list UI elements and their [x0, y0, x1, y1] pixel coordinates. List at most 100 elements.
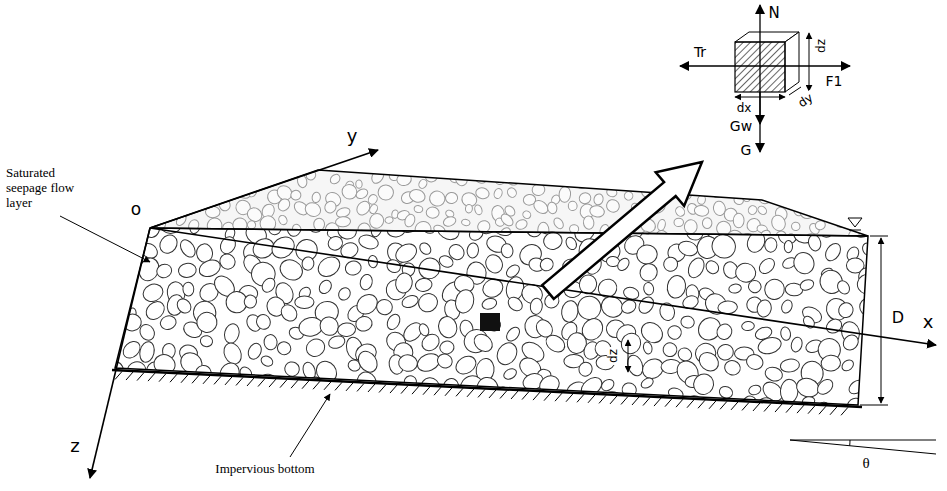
pebble: [428, 189, 447, 207]
pebble: [277, 158, 289, 172]
pebble: [591, 160, 608, 175]
pebble: [860, 298, 876, 315]
pebble: [500, 243, 514, 259]
pebble: [552, 216, 565, 230]
pebble: [402, 161, 411, 172]
pebble: [784, 240, 793, 252]
pebble: [608, 176, 619, 186]
pebble: [574, 159, 591, 176]
pebble: [815, 376, 836, 397]
pebble: [413, 219, 434, 240]
hatch-line: [731, 402, 738, 410]
pebble: [277, 214, 288, 226]
pebble: [275, 340, 292, 357]
pebble: [471, 331, 496, 355]
pebble: [466, 242, 479, 258]
pebble: [859, 380, 875, 398]
pebble: [636, 244, 658, 265]
hatch-line: [126, 372, 133, 380]
hatch-line: [687, 400, 694, 408]
pebble: [639, 376, 655, 390]
pebble: [840, 358, 856, 373]
hatch-line: [830, 407, 837, 415]
pebble: [589, 204, 606, 218]
pebble: [756, 256, 777, 277]
pebble: [223, 402, 245, 423]
pebble: [712, 174, 727, 189]
pebble: [538, 256, 555, 273]
pebble: [863, 315, 881, 331]
pebble: [657, 219, 667, 232]
pebble: [575, 293, 604, 322]
pebble: [791, 222, 801, 232]
dimension-label: D: [890, 309, 906, 327]
pebble: [319, 399, 336, 419]
pebble: [152, 159, 170, 177]
pebble: [453, 353, 480, 378]
pebble: [336, 285, 352, 302]
pebble: [419, 331, 443, 354]
pebble: [856, 392, 877, 415]
hatch-line: [643, 398, 650, 406]
hatch-line: [654, 398, 661, 406]
pebble: [568, 201, 578, 211]
hatch-line: [621, 396, 628, 404]
pebble: [411, 401, 436, 427]
pebble: [185, 383, 198, 398]
pebble: [850, 186, 859, 195]
pebble: [196, 405, 218, 424]
pebble: [796, 161, 815, 179]
angle-arc: [849, 440, 850, 446]
force-label: G: [739, 142, 754, 158]
pebble: [437, 254, 455, 270]
layer-label: Saturated seepage flow layer: [4, 166, 92, 211]
hatch-line: [467, 389, 474, 397]
pebble: [339, 397, 349, 411]
hatch-line: [533, 392, 540, 400]
hatch-line: [566, 394, 573, 402]
front-face: [115, 228, 868, 405]
pebble: [384, 257, 403, 275]
pebble: [99, 392, 124, 416]
pebble: [384, 216, 393, 224]
pebble: [481, 297, 498, 311]
hatch-line: [522, 392, 529, 400]
hatch-line: [368, 384, 375, 392]
pebble: [156, 232, 180, 257]
pebble: [328, 172, 341, 185]
pebble: [355, 187, 370, 200]
pebble: [144, 406, 162, 422]
pebble: [757, 156, 775, 174]
hatch-line: [720, 401, 727, 409]
pebble: [374, 297, 395, 317]
pebble: [155, 262, 174, 280]
pebble: [499, 212, 515, 228]
pebble: [461, 219, 471, 227]
hatch-line: [511, 391, 518, 399]
pebble: [355, 348, 381, 376]
pebble: [259, 354, 274, 368]
pebble: [780, 298, 794, 314]
pebble: [531, 169, 545, 183]
pebble: [741, 395, 759, 414]
pebble: [399, 397, 423, 418]
pebble: [316, 313, 342, 339]
pebble: [369, 167, 386, 186]
pebble: [166, 380, 182, 393]
pebble: [303, 336, 328, 360]
pebble: [254, 312, 272, 331]
pebble: [840, 332, 861, 353]
pebble: [638, 173, 649, 185]
pebble: [113, 372, 139, 396]
pebble: [395, 209, 423, 235]
pebble: [866, 201, 879, 213]
pebble: [702, 217, 712, 228]
pebble: [243, 294, 257, 309]
pebble: [756, 335, 783, 357]
pebble: [417, 159, 430, 172]
flow-force-arrow: [760, 65, 850, 66]
pebble: [414, 205, 424, 214]
origin-label: o: [129, 200, 143, 220]
front-face-outline: [115, 228, 868, 405]
pebble: [744, 162, 756, 172]
